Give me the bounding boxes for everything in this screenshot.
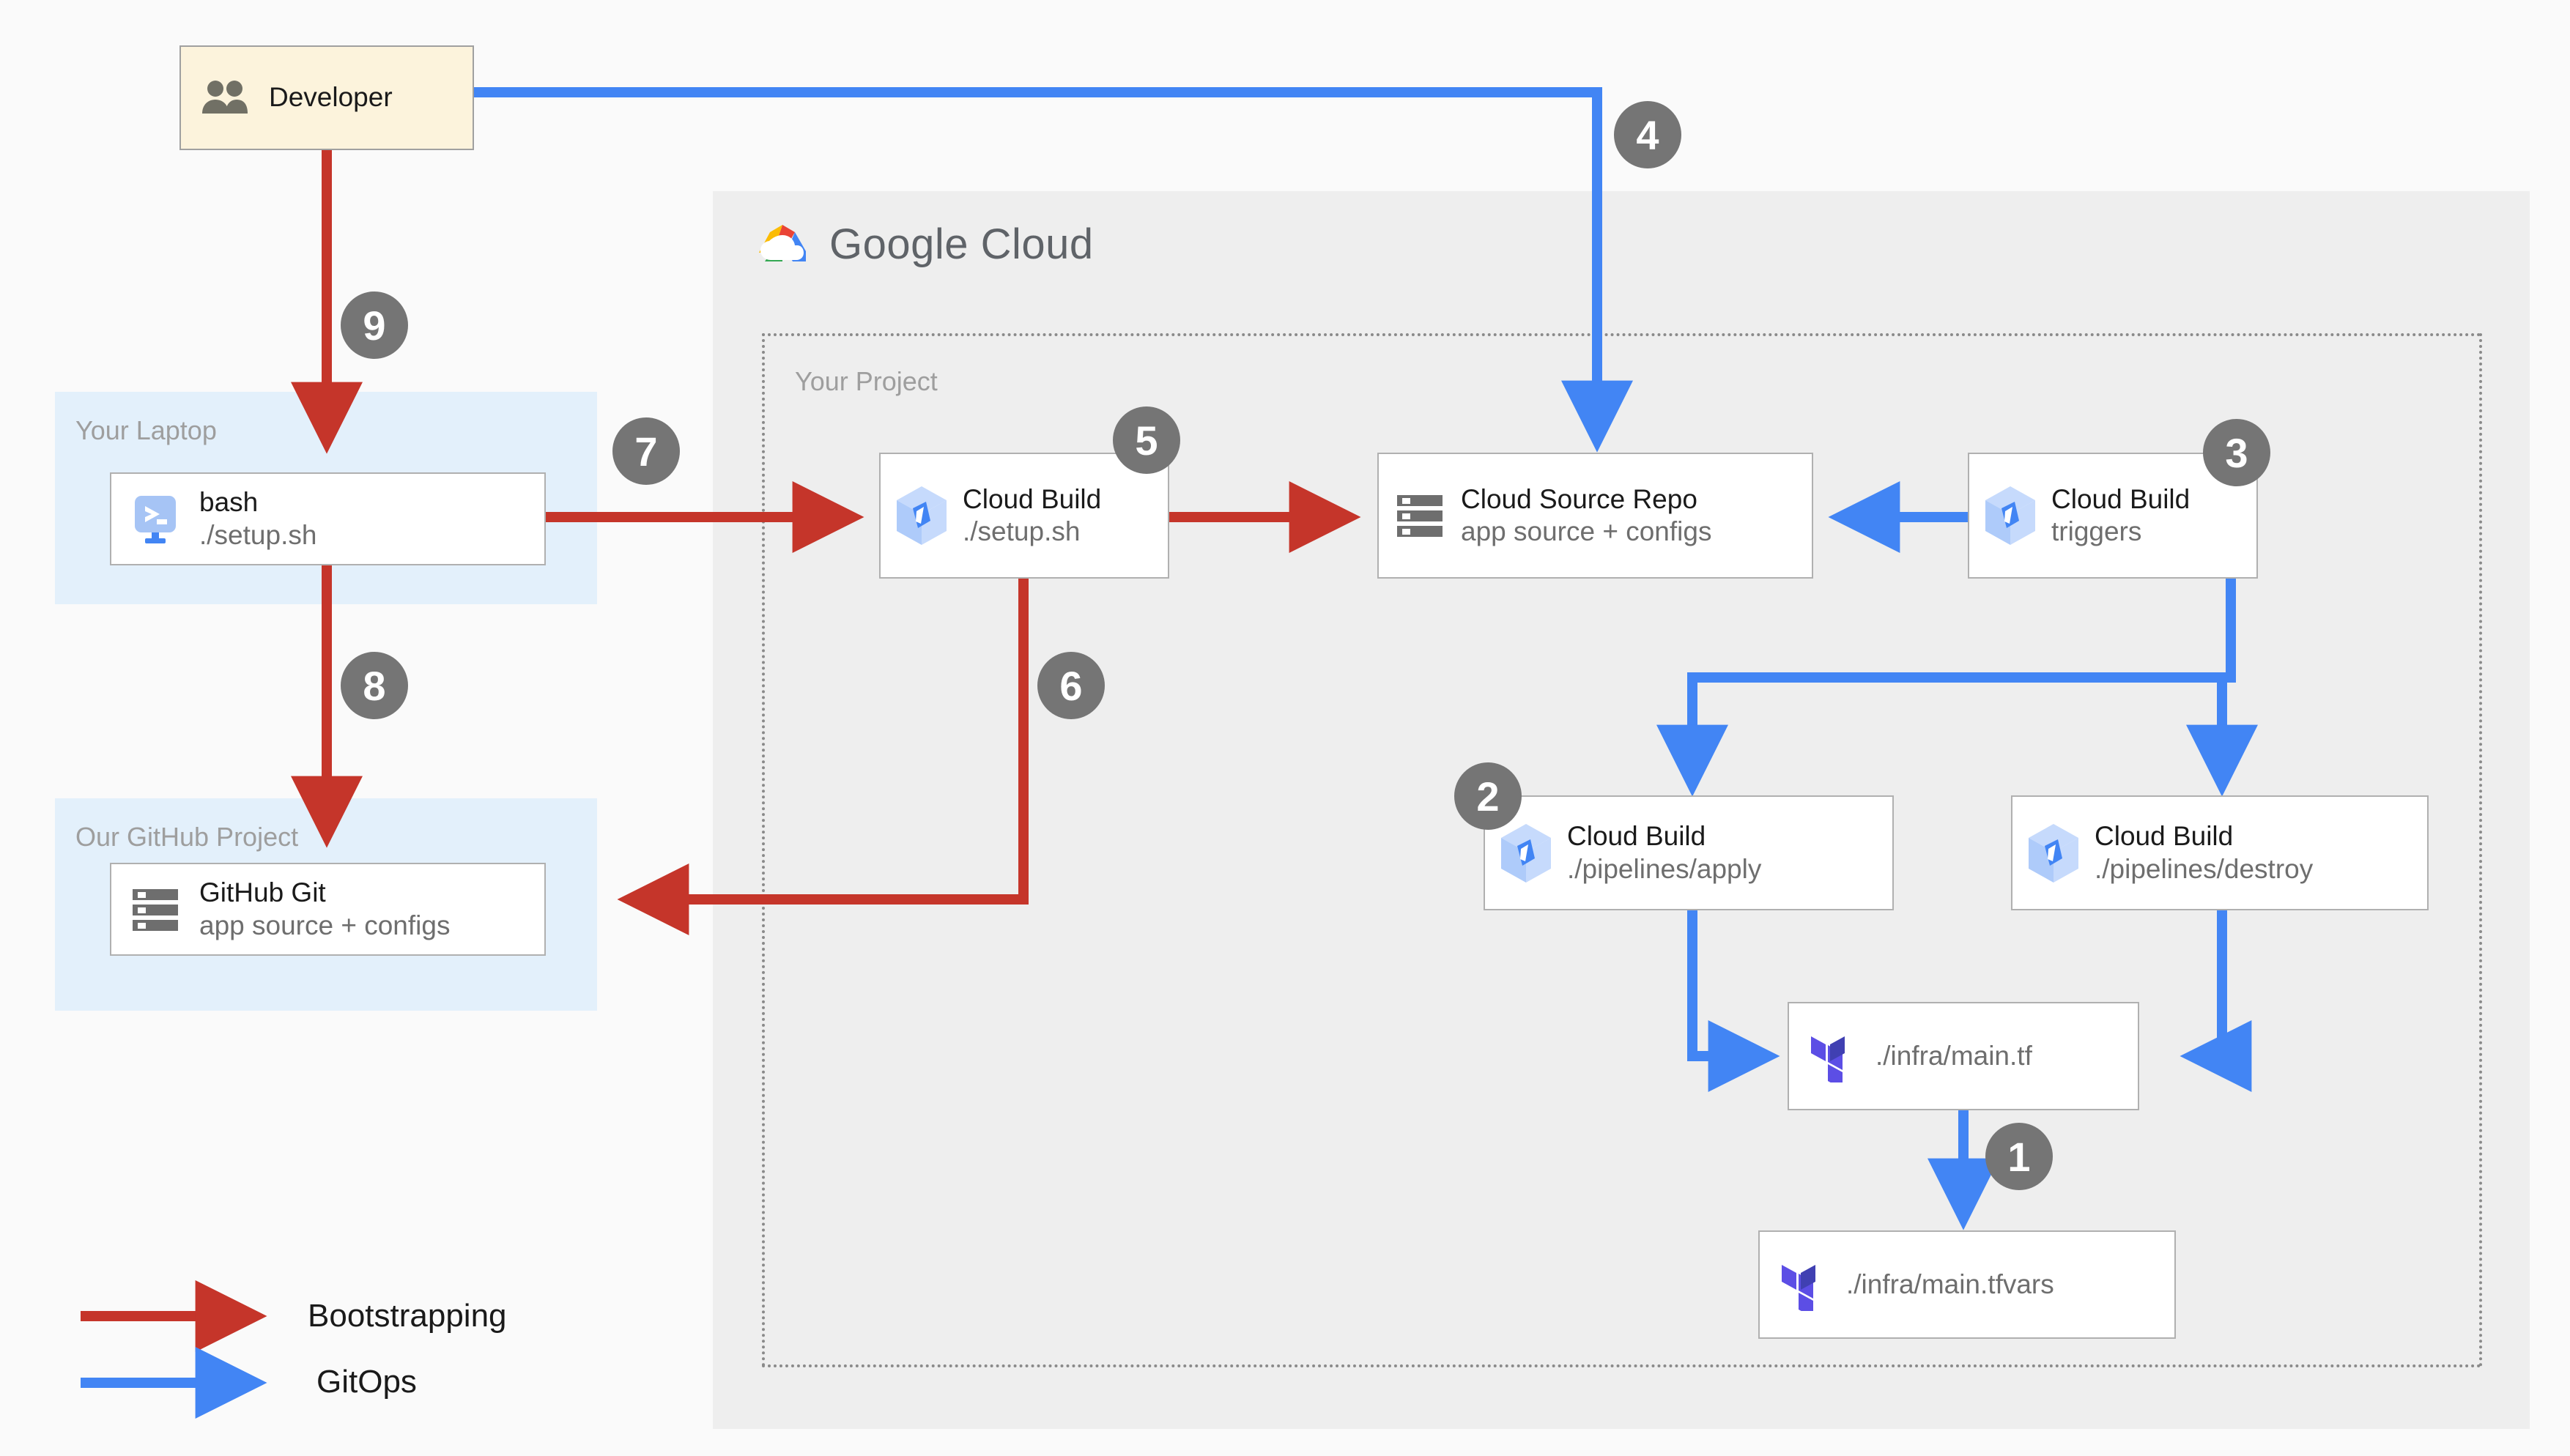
repo-icon bbox=[1379, 493, 1461, 538]
node-main-tfvars[interactable]: ./infra/main.tfvars bbox=[1758, 1230, 2176, 1339]
badge-6: 6 bbox=[1037, 652, 1105, 719]
node-cloud-source-repo-text: Cloud Source Repo app source + configs bbox=[1461, 483, 1712, 546]
node-main-tf[interactable]: ./infra/main.tf bbox=[1788, 1002, 2139, 1110]
node-cloud-build-apply-text: Cloud Build ./pipelines/apply bbox=[1567, 821, 1762, 884]
node-cloud-build-apply[interactable]: Cloud Build ./pipelines/apply bbox=[1484, 795, 1894, 910]
node-bash-text: bash ./setup.sh bbox=[199, 487, 317, 550]
node-cloud-build-destroy-text: Cloud Build ./pipelines/destroy bbox=[2095, 821, 2314, 884]
cloud-build-icon bbox=[881, 485, 963, 546]
edge-apply-to-main-tf bbox=[1687, 910, 1780, 1092]
node-cloud-build-setup-text: Cloud Build ./setup.sh bbox=[963, 483, 1102, 546]
your-laptop-label: Your Laptop bbox=[75, 415, 217, 445]
node-cloud-source-repo[interactable]: Cloud Source Repo app source + configs bbox=[1377, 453, 1813, 579]
badge-5: 5 bbox=[1113, 406, 1180, 474]
node-cloud-build-destroy[interactable]: Cloud Build ./pipelines/destroy bbox=[2011, 795, 2429, 910]
node-main-tfvars-text: ./infra/main.tfvars bbox=[1846, 1269, 2054, 1299]
legend-label-bootstrapping: Bootstrapping bbox=[308, 1298, 507, 1334]
node-main-tf-text: ./infra/main.tf bbox=[1875, 1040, 2032, 1071]
repo-icon bbox=[111, 887, 199, 932]
google-cloud-label: Google Cloud bbox=[829, 220, 1094, 268]
terminal-icon bbox=[111, 494, 199, 544]
your-project-label: Your Project bbox=[795, 366, 938, 396]
node-developer[interactable]: Developer bbox=[179, 45, 474, 150]
node-github-git-text: GitHub Git app source + configs bbox=[199, 877, 451, 940]
badge-8: 8 bbox=[341, 652, 408, 719]
node-cloud-build-triggers[interactable]: Cloud Build triggers bbox=[1968, 453, 2258, 579]
node-cloud-build-setup[interactable]: Cloud Build ./setup.sh bbox=[879, 453, 1169, 579]
edge-triggers-to-apply bbox=[1656, 579, 2236, 797]
node-github-git[interactable]: GitHub Git app source + configs bbox=[110, 863, 546, 956]
badge-3: 3 bbox=[2203, 419, 2270, 486]
google-cloud-header: Google Cloud bbox=[755, 220, 1094, 269]
edge-cloudbuild-setup-to-github bbox=[617, 579, 1029, 935]
cloud-build-icon bbox=[1969, 485, 2051, 546]
badge-7: 7 bbox=[612, 417, 680, 485]
your-project-container bbox=[762, 333, 2482, 1367]
badge-4: 4 bbox=[1614, 101, 1681, 168]
edge-destroy-to-main-tf bbox=[2180, 910, 2252, 1092]
cloud-build-icon bbox=[1485, 822, 1567, 884]
terraform-icon bbox=[1760, 1258, 1846, 1311]
github-project-label: Our GitHub Project bbox=[75, 822, 299, 852]
badge-1: 1 bbox=[1985, 1123, 2053, 1190]
edge-triggers-to-destroy bbox=[2186, 672, 2258, 797]
edge-developer-to-source-repo bbox=[474, 87, 1633, 453]
badge-9: 9 bbox=[341, 291, 408, 359]
badge-2: 2 bbox=[1454, 762, 1522, 830]
node-cloud-build-triggers-text: Cloud Build triggers bbox=[2051, 483, 2191, 546]
terraform-icon bbox=[1789, 1030, 1875, 1082]
people-icon bbox=[181, 80, 269, 116]
node-bash[interactable]: bash ./setup.sh bbox=[110, 472, 546, 565]
legend-label-gitops: GitOps bbox=[316, 1364, 417, 1400]
node-developer-text: Developer bbox=[269, 82, 393, 113]
google-cloud-logo bbox=[759, 224, 806, 261]
cloud-build-icon bbox=[2012, 822, 2095, 884]
